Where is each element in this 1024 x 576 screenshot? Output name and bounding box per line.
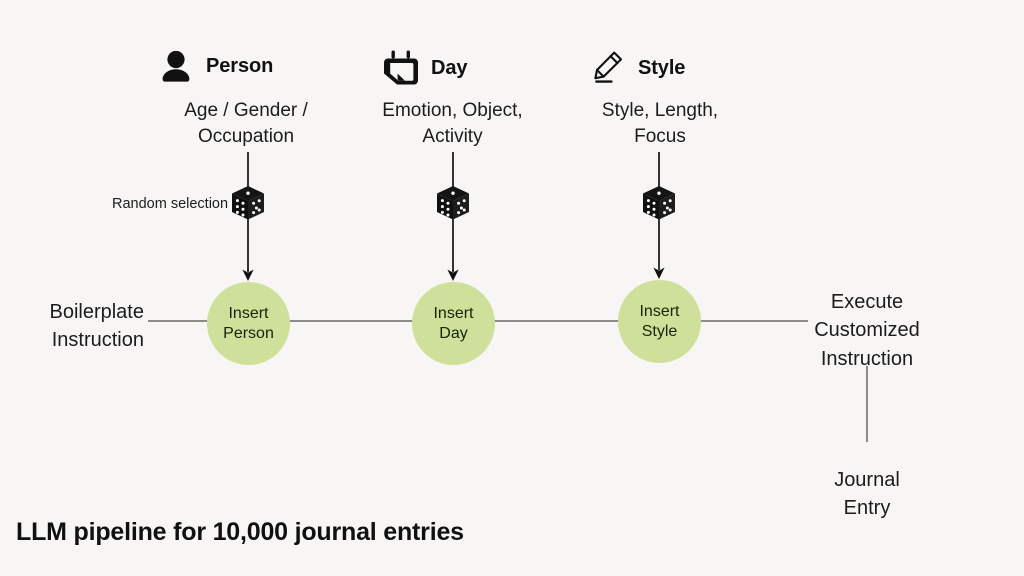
column-title-day: Day [431, 56, 468, 79]
dice-icon-person [228, 183, 268, 223]
random-selection-label: Random selection [112, 196, 229, 212]
execute-customized-instruction-label: Execute Customized Instruction [814, 291, 920, 370]
pipeline-node-insert-style[interactable]: Insert Style [618, 280, 701, 363]
column-description-day: Emotion, Object, Activity [382, 100, 523, 148]
dice-icon-day [433, 183, 473, 223]
boilerplate-instruction-label: Boilerplate Instruction [49, 301, 144, 352]
pipeline-node-label-style: Insert Style [639, 302, 680, 340]
column-description-person: Age / Gender / Occupation [184, 100, 308, 148]
pipeline-node-insert-person[interactable]: Insert Person [207, 282, 290, 365]
column-title-style: Style [638, 56, 686, 79]
journal-entry-label: Journal Entry [834, 469, 900, 520]
diagram-caption: LLM pipeline for 10,000 journal entries [16, 518, 464, 546]
column-description-style: Style, Length, Focus [601, 100, 719, 148]
column-header-style: Style [588, 46, 685, 90]
calendar-icon [381, 48, 421, 88]
column-header-person: Person [156, 44, 273, 88]
person-icon [156, 46, 196, 86]
column-header-day: Day [381, 46, 467, 90]
dice-icon-style [639, 183, 679, 223]
pipeline-node-label-day: Insert Day [433, 304, 474, 342]
pipeline-node-label-person: Insert Person [223, 304, 274, 342]
pipeline-node-insert-day[interactable]: Insert Day [412, 282, 495, 365]
pencil-icon [588, 48, 628, 88]
column-title-person: Person [206, 54, 274, 77]
output-connector-line [866, 366, 868, 442]
